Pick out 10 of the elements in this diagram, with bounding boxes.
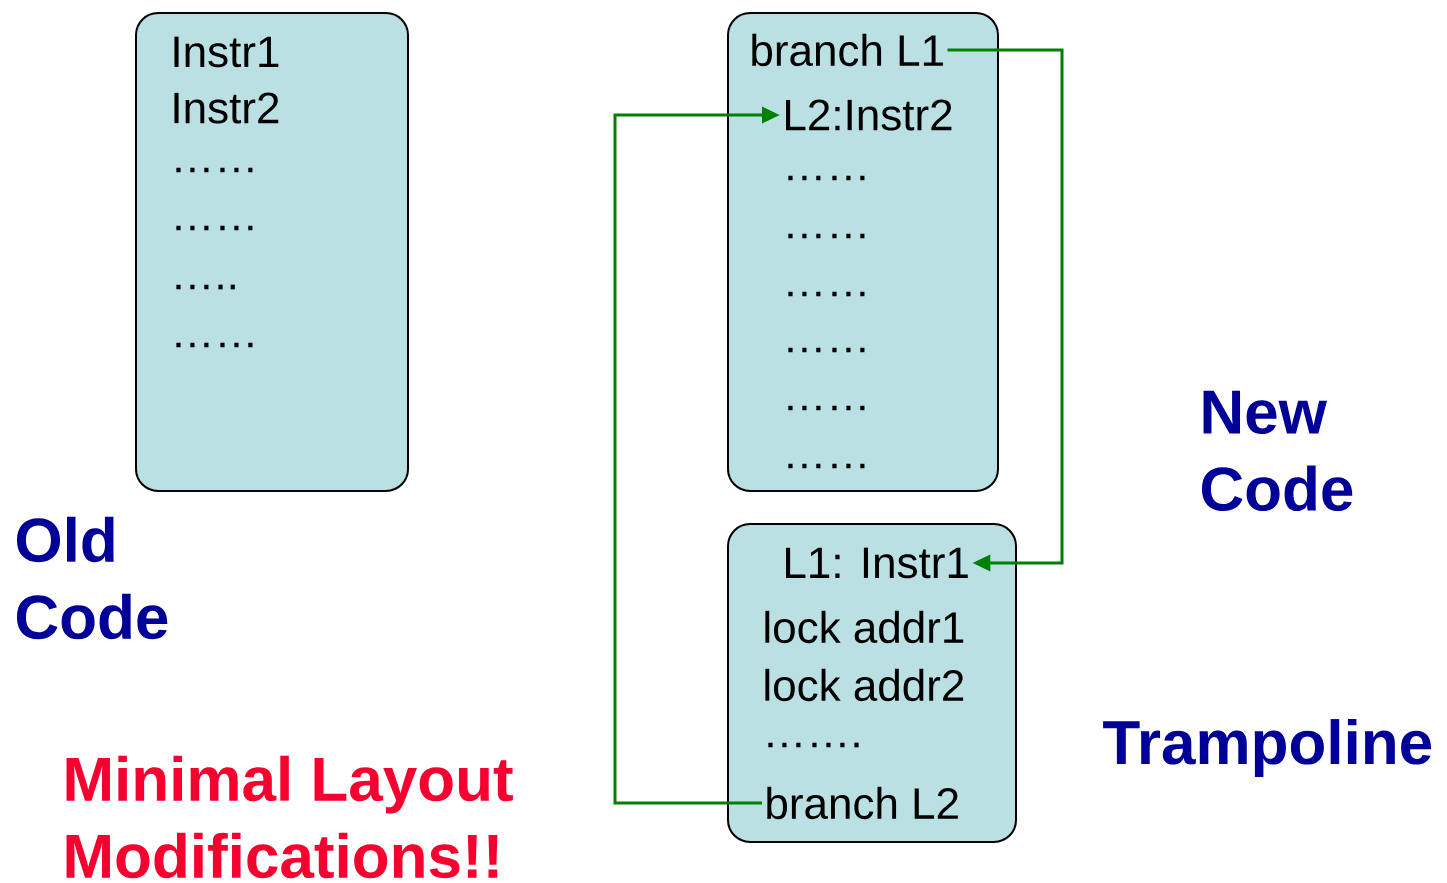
arrow [947, 48, 1064, 572]
code-block: Instr1 Instr2 …… …… ….. …… [135, 12, 409, 492]
side-label: Minimal Layout Modifications!! [66, 755, 513, 879]
side-label: New Code [1201, 390, 1353, 512]
side-label: Trampoline [1103, 719, 1432, 777]
side-label: Old Code [16, 516, 168, 640]
code-line: L2:Instr2 [786, 99, 952, 131]
code-line: L1: Instr1 [786, 547, 968, 579]
code-line: branch L2 [767, 786, 958, 820]
code-line: branch L1 [752, 33, 943, 67]
